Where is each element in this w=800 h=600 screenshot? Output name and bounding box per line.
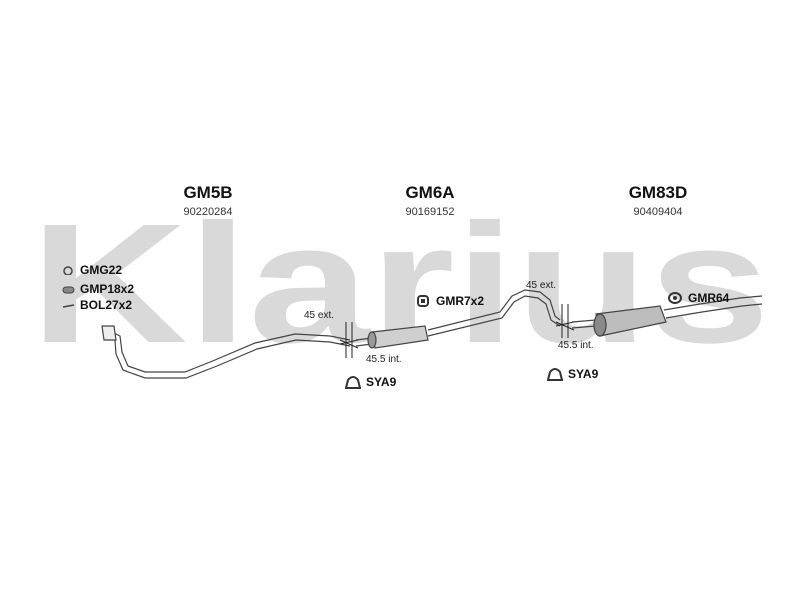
callout-clamp-right: SYA9 [546,366,598,382]
legend-label: BOL27x2 [80,298,133,312]
rear-silencer [571,295,763,337]
callout-label: GMR64 [688,291,730,305]
dimension-left-ext: 45 ext. [304,310,335,321]
legend-item-gasket: GMG22 [62,263,122,277]
legend-label: GMP18x2 [80,282,135,296]
legend-label: GMG22 [80,263,123,277]
dimension-right-ext: 45 ext. [526,280,557,291]
front-pipe [101,325,351,379]
part-code-gm5b: GM5B [183,183,233,202]
brand-watermark: Klarius [30,189,770,379]
callout-rubber-mount-rear: GMR64 [668,291,729,305]
joint-left [339,322,359,358]
part-number-gm5b: 90220284 [183,206,233,218]
rubber-mount-icon [668,292,682,304]
clamp-icon [62,286,75,294]
part-code-gm6a: GM6A [405,183,455,202]
callout-clamp-left: SYA9 [344,374,396,390]
legend-item-bolt: BOL27x2 [62,298,132,312]
centre-silencer [355,289,561,349]
callout-label: SYA9 [366,375,397,389]
joint-right [555,304,575,338]
dimension-left-int: 45.5 int. [366,354,402,365]
callout-label: GMR7x2 [436,294,485,308]
callout-label: SYA9 [568,367,599,381]
part-number-gm6a: 90169152 [405,206,455,218]
dimension-right-int: 45.5 int. [558,340,594,351]
callout-rubber-mount-mid: GMR7x2 [416,294,484,308]
part-code-gm83d: GM83D [628,183,688,202]
rubber-mount-icon [417,295,429,307]
legend-item-clamp: GMP18x2 [62,282,134,296]
bolt-icon [62,304,75,308]
ring-gasket-icon [63,266,73,275]
exhaust-clamp-icon [547,368,563,381]
exhaust-clamp-icon [345,376,361,389]
part-number-gm83d: 90409404 [633,206,683,218]
